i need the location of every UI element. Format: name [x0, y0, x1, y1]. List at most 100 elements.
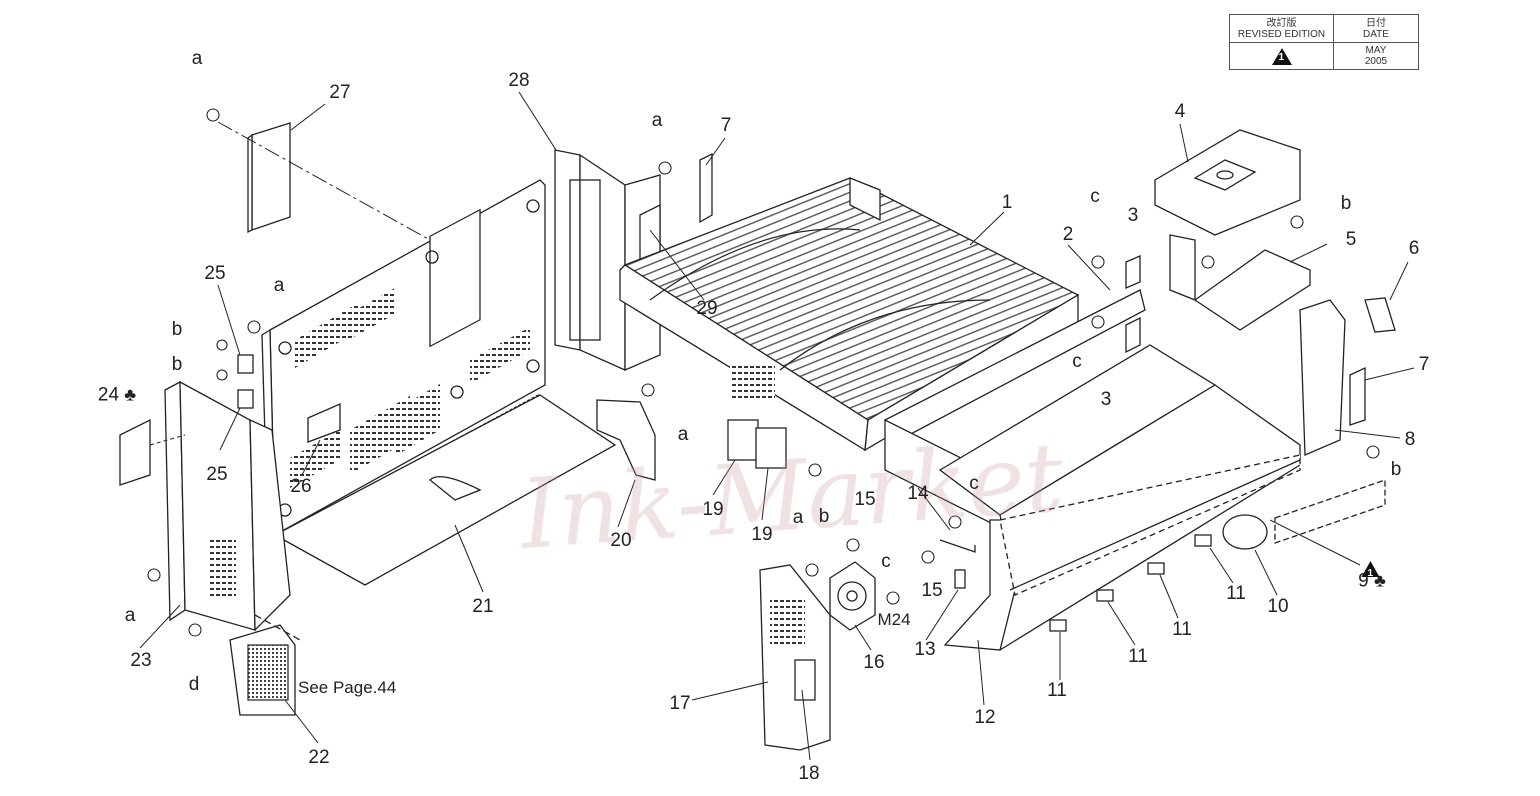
part-label-15: 15 — [854, 489, 876, 510]
part-label-19: 19 — [702, 499, 724, 520]
part-23-left-door — [164, 380, 291, 632]
screw-label-c: c — [881, 551, 891, 572]
part-27-plate — [247, 122, 291, 234]
screw-label-a: a — [792, 507, 804, 528]
part-label-21: 21 — [472, 596, 494, 617]
revised-edition-jp: 改訂版 — [1266, 17, 1297, 29]
revised-edition-label: REVISED EDITION — [1237, 28, 1326, 40]
part-9-label — [1274, 479, 1386, 544]
part-6 — [1364, 297, 1396, 333]
part-label-17: 17 — [669, 693, 691, 714]
revision-date-cell: MAY 2005 — [1334, 43, 1418, 69]
part-label-12: 12 — [974, 707, 996, 728]
part-label-20: 20 — [610, 530, 632, 551]
screw-label-a: a — [651, 110, 663, 131]
part-label-16: 16 — [863, 652, 885, 673]
warning-triangle-icon: 1 — [1361, 561, 1380, 579]
date-label: DATE — [1363, 28, 1389, 40]
part-12-right-cover — [938, 344, 1301, 651]
part-label-18: 18 — [798, 763, 820, 784]
part-label-14: 14 — [907, 483, 929, 504]
part-3-lower — [1125, 316, 1141, 354]
part-label-11: 11 — [1128, 646, 1148, 667]
part-label-9: 1 — [1361, 560, 1383, 580]
part-label-28: 28 — [508, 70, 530, 91]
part-10-label — [1222, 514, 1268, 550]
screw-label-c: c — [1072, 351, 1082, 372]
part-label-10: 10 — [1267, 596, 1289, 617]
revision-mark-cell: 1 — [1230, 43, 1334, 69]
screw-label-a: a — [273, 275, 285, 296]
screw-size-label: M24 — [877, 610, 911, 629]
part-13 — [954, 569, 966, 589]
part-label-26: 26 — [290, 476, 312, 497]
part-19-right — [755, 427, 787, 469]
part-label-3: 3 — [1127, 205, 1139, 226]
part-label-27: 27 — [329, 82, 351, 103]
revised-edition-header: 改訂版 REVISED EDITION — [1230, 15, 1334, 43]
club-mark: ♣ — [1374, 570, 1386, 591]
part-26-label — [307, 403, 341, 443]
date-header: 日付 DATE — [1334, 15, 1418, 43]
part-4-top-cover — [1154, 129, 1301, 236]
part-label-7: 7 — [1418, 354, 1430, 375]
date-jp: 日付 — [1366, 17, 1386, 29]
part-19-left — [727, 419, 759, 461]
part-5 — [1193, 249, 1311, 331]
screw-label-d: d — [188, 674, 200, 695]
part-label-19: 19 — [751, 524, 773, 545]
part-16-fan — [829, 561, 876, 631]
part-20 — [596, 399, 656, 481]
screws — [147, 108, 1380, 637]
warning-triangle-icon: 1 — [1271, 47, 1292, 65]
revision-year: 2005 — [1364, 56, 1388, 67]
screw-label-b: b — [1340, 193, 1352, 214]
screw-label-a: a — [191, 48, 203, 69]
part-label-25: 25 — [204, 263, 226, 284]
part-label-25: 25 — [206, 464, 228, 485]
part-label-4: 4 — [1174, 101, 1186, 122]
part-25-upper — [237, 354, 254, 374]
leader-lines — [139, 91, 1415, 761]
screw-label-b: b — [1390, 459, 1402, 480]
screw-label-b: b — [171, 354, 183, 375]
revision-month: MAY — [1365, 45, 1387, 56]
screw-label-c: c — [1090, 186, 1100, 207]
part-label-2: 2 — [1062, 224, 1074, 245]
screw-label-a: a — [677, 424, 689, 445]
part-label-6: 6 — [1408, 238, 1420, 259]
part-label-3: 3 — [1100, 389, 1112, 410]
part-label-22: 22 — [308, 747, 330, 768]
part-label-24: 24 ♣ — [97, 384, 137, 406]
club-mark: ♣ — [124, 384, 137, 405]
see-page-reference: See Page.44 — [298, 678, 397, 697]
part-22-filter-box — [229, 624, 296, 716]
part-11-foot-4 — [1049, 619, 1067, 632]
part-7-left — [699, 152, 713, 224]
part-label-11: 11 — [1172, 619, 1192, 640]
part-label-5: 5 — [1345, 229, 1357, 250]
part-label-15: 15 — [921, 580, 943, 601]
part-24-label — [119, 418, 151, 486]
part-8-right-frame — [1299, 299, 1346, 456]
part-1-output-tray — [619, 177, 1080, 452]
part-label-23: 23 — [130, 650, 152, 671]
part-label-7: 7 — [720, 115, 732, 136]
part-label-1: 1 — [1001, 192, 1013, 213]
part-label-9-text: 9 ♣ — [1358, 570, 1386, 592]
screw-label-b: b — [818, 506, 830, 527]
part-label-29: 29 — [696, 298, 718, 319]
part-label-11: 11 — [1047, 680, 1067, 701]
screw-label-b: b — [171, 319, 183, 340]
revision-table: 改訂版 REVISED EDITION 日付 DATE 1 MAY 2005 — [1229, 14, 1419, 70]
part-11-foot-2 — [1147, 562, 1165, 575]
part-label-11: 11 — [1226, 583, 1246, 604]
part-label-8: 8 — [1404, 429, 1416, 450]
part-3-upper — [1125, 255, 1141, 289]
screw-label-c: c — [969, 473, 979, 494]
part-7-right — [1349, 366, 1366, 426]
part-14 — [939, 539, 976, 553]
part-11-foot-1 — [1194, 534, 1212, 547]
